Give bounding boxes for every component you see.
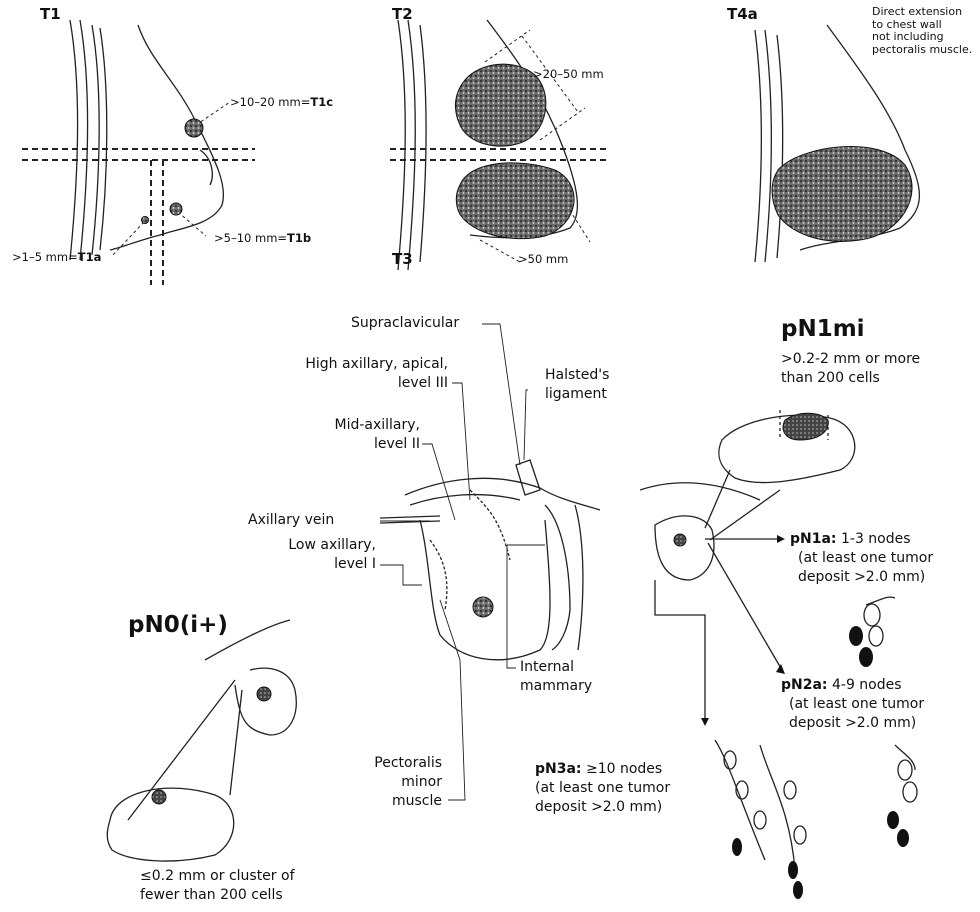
t1-quadrant-lines: [22, 149, 255, 285]
t3-tumor: [456, 163, 574, 239]
t3-heading: T3: [392, 250, 413, 269]
pn2a-label: pN2a: 4-9 nodes (at least one tumor depo…: [781, 676, 924, 733]
t2-heading: T2: [392, 5, 413, 24]
t1b-tumor: [170, 203, 182, 215]
metastatic-nodes: [732, 626, 909, 899]
t1b-label: >5–10 mm=T1b: [214, 232, 311, 245]
pn3a-label: pN3a: ≥10 nodes (at least one tumor depo…: [535, 760, 670, 817]
pn1a-label: pN1a: 1-3 nodes (at least one tumor depo…: [790, 530, 933, 587]
central-leader-lines: [380, 324, 545, 800]
axillary-vein-label: Axillary vein: [248, 511, 334, 530]
t4a-tumor: [772, 146, 912, 241]
high-axillary-label: High axillary, apical, level III: [284, 355, 448, 393]
t1-breast-drawing: [70, 20, 223, 260]
low-axillary-label: Low axillary, level I: [244, 536, 376, 574]
pn0-description: ≤0.2 mm or cluster of fewer than 200 cel…: [140, 867, 295, 905]
pectoralis-minor-label: Pectoralis minor muscle: [350, 754, 442, 811]
pn3a-node-cluster: [715, 740, 806, 870]
t4a-note: Direct extension to chest wall not inclu…: [872, 6, 972, 56]
internal-mammary-label: Internal mammary: [520, 658, 592, 696]
pn1mi-node-tumor: [674, 534, 686, 546]
mid-axillary-label: Mid-axillary, level II: [320, 416, 420, 454]
central-anatomy-drawing: [380, 460, 600, 660]
pn1a-node-cluster: [864, 597, 895, 646]
t1c-tumor: [185, 119, 203, 137]
pn1mi-deposit: [783, 413, 828, 440]
t1c-label: >10–20 mm=T1c: [230, 96, 333, 109]
pn0-drawing: [107, 620, 296, 861]
pn1mi-description: >0.2-2 mm or more than 200 cells: [781, 350, 920, 388]
t1-heading: T1: [40, 5, 61, 24]
arrowheads: [701, 535, 785, 726]
t3-size-label: >50 mm: [518, 253, 568, 266]
pn0-tumor: [257, 687, 271, 701]
pn0-title: pN0(i+): [128, 612, 228, 638]
t1a-label: >1–5 mm=T1a: [12, 251, 101, 264]
halsteds-ligament-label: Halsted's ligament: [545, 366, 609, 404]
supraclavicular-label: Supraclavicular: [351, 314, 459, 333]
central-tumor: [473, 597, 493, 617]
t1a-tumor: [142, 217, 149, 224]
t2-size-label: >20–50 mm: [533, 68, 604, 81]
pn0-cluster: [152, 790, 166, 804]
pn1mi-title: pN1mi: [781, 316, 865, 342]
pn2a-node-cluster: [895, 745, 917, 802]
t4a-heading: T4a: [727, 5, 758, 24]
t2-t3-divider-lines: [390, 149, 610, 160]
